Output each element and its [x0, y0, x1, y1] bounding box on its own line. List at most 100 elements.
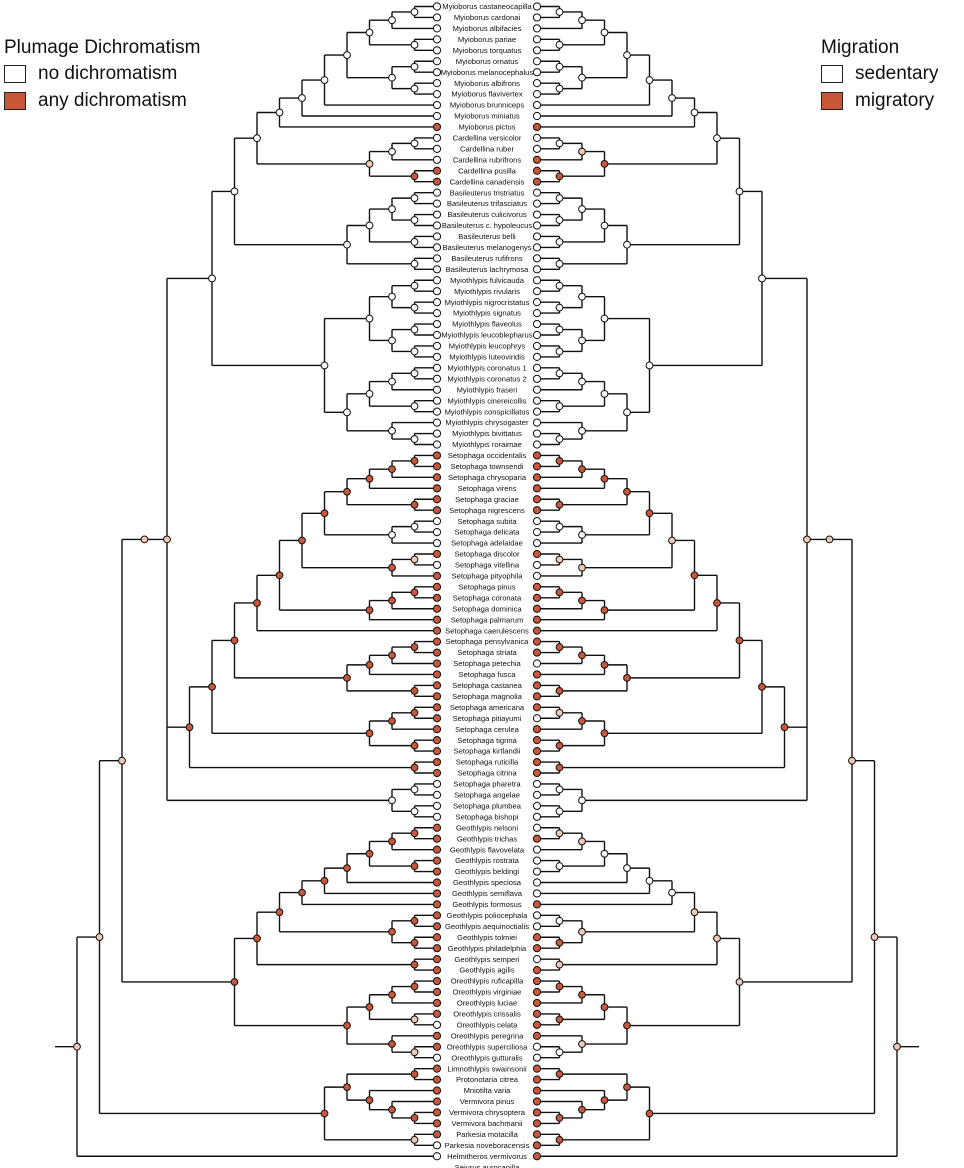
left-node-state-marker	[275, 571, 284, 580]
left-node-state-marker	[185, 723, 194, 732]
right-node-state-marker	[578, 990, 586, 999]
right-tip-state-marker	[532, 1130, 542, 1139]
right-node-state-marker	[578, 1040, 586, 1048]
legend-item-sedentary: sedentary	[821, 62, 938, 86]
left-tip-state-marker	[432, 998, 442, 1008]
left-tip-state-marker	[432, 878, 442, 887]
right-node-state-marker	[555, 62, 564, 71]
right-tip-state-marker	[532, 1075, 542, 1084]
left-tip-state-marker	[432, 429, 442, 438]
legend-label: no dichromatism	[38, 63, 178, 84]
taxon-label: Myiothlypis chrysogaster	[445, 418, 529, 427]
left-node-state-marker	[118, 756, 126, 765]
right-tip-state-marker	[532, 966, 542, 975]
right-tip-state-marker	[532, 768, 542, 778]
right-node-state-marker	[600, 221, 609, 230]
right-node-state-marker	[578, 336, 586, 345]
left-node-state-marker	[410, 62, 419, 71]
right-node-state-marker	[645, 76, 654, 84]
left-tip-state-marker	[432, 1042, 442, 1051]
left-node-state-marker	[388, 16, 396, 25]
taxon-label: Setophaga dominica	[452, 604, 522, 613]
taxon-label: Myiothlypis flaveolus	[452, 320, 522, 329]
left-node-state-marker	[365, 1096, 374, 1105]
right-tip-state-marker	[532, 188, 542, 197]
left-node-state-marker	[410, 194, 419, 203]
left-node-state-marker	[388, 426, 396, 435]
right-tip-state-marker	[532, 374, 542, 383]
left-tip-state-marker	[432, 976, 442, 986]
right-tip-state-marker	[532, 517, 542, 526]
left-node-state-marker	[140, 535, 149, 544]
right-node-state-marker	[555, 435, 564, 443]
left-tip-state-marker	[432, 933, 442, 942]
left-node-state-marker	[388, 563, 396, 572]
right-node-state-marker	[803, 535, 811, 544]
right-node-state-marker	[555, 741, 564, 750]
taxon-label: Basileuterus culicivorus	[447, 210, 527, 219]
taxon-label: Setophaga bishopi	[456, 812, 519, 821]
left-tip-state-marker	[432, 352, 442, 361]
left-node-state-marker	[320, 361, 329, 370]
taxon-label: Myiothlypis leucophrys	[449, 342, 526, 351]
right-node-state-marker	[578, 73, 586, 82]
left-node-state-marker	[388, 717, 396, 725]
right-tip-state-marker	[532, 319, 542, 329]
taxon-label: Basileuterus melanogenys	[442, 243, 531, 252]
taxon-label: Myioborus flavivertex	[451, 90, 523, 99]
right-node-state-marker	[555, 281, 564, 290]
right-tip-state-marker	[532, 604, 542, 613]
left-node-state-marker	[410, 1135, 419, 1144]
taxon-label: Myioborus castaneocapilla	[442, 2, 532, 11]
left-node-state-marker	[163, 535, 171, 544]
taxon-label: Setophaga pityophila	[452, 572, 524, 581]
right-node-state-marker	[668, 888, 676, 897]
left-tip-state-marker	[432, 615, 442, 624]
right-tip-state-marker	[532, 473, 542, 482]
left-tip-state-marker	[432, 725, 442, 734]
right-node-state-marker	[893, 1042, 901, 1051]
right-tip-state-marker	[532, 309, 542, 318]
taxon-label: Geothlypis semiflava	[452, 889, 523, 898]
left-tip-state-marker	[432, 363, 442, 372]
left-tip-state-marker	[432, 889, 442, 898]
left-tip-state-marker	[432, 626, 442, 635]
right-tip-state-marker	[532, 834, 542, 843]
taxon-label: Myiothlypis coronatus 1	[447, 363, 526, 372]
right-tip-state-marker	[532, 670, 542, 679]
left-node-state-marker	[410, 522, 419, 531]
right-node-state-marker	[555, 1114, 564, 1122]
right-node-state-marker	[555, 916, 564, 925]
taxon-label: Setophaga townsendi	[450, 462, 523, 471]
left-node-state-marker	[365, 606, 374, 615]
taxon-label: Setophaga subita	[457, 517, 517, 526]
right-tip-state-marker	[532, 812, 542, 821]
taxon-label: Oreothlypis virginiae	[453, 988, 522, 997]
right-tip-state-marker	[532, 845, 542, 854]
right-node-state-marker	[623, 487, 631, 496]
right-node-state-marker	[555, 686, 564, 695]
white-swatch-icon	[821, 65, 843, 83]
left-node-state-marker	[388, 465, 396, 474]
taxon-label: Myiothlypis signatus	[453, 309, 521, 318]
right-node-state-marker	[578, 426, 586, 435]
right-tip-state-marker	[532, 1108, 542, 1117]
left-node-state-marker	[208, 682, 216, 691]
right-tip-state-marker	[532, 725, 542, 734]
right-tip-state-marker	[532, 1031, 542, 1040]
right-node-state-marker	[600, 606, 609, 615]
taxon-label: Oreothlypis celata	[457, 1020, 519, 1029]
taxon-label: Myiothlypis coronatus 2	[447, 374, 526, 383]
left-tip-state-marker	[432, 670, 442, 679]
left-tip-state-marker	[432, 648, 442, 657]
left-tip-state-marker	[432, 122, 442, 132]
left-node-state-marker	[365, 221, 374, 230]
left-tip-state-marker	[432, 298, 442, 307]
left-node-state-marker	[410, 829, 419, 838]
taxon-label: Myiothlypis cinereicollis	[448, 396, 527, 405]
right-node-state-marker	[578, 1105, 586, 1114]
left-tip-state-marker	[432, 133, 442, 142]
left-tip-state-marker	[432, 1086, 442, 1095]
left-node-state-marker	[253, 134, 261, 143]
left-node-state-marker	[410, 785, 419, 794]
